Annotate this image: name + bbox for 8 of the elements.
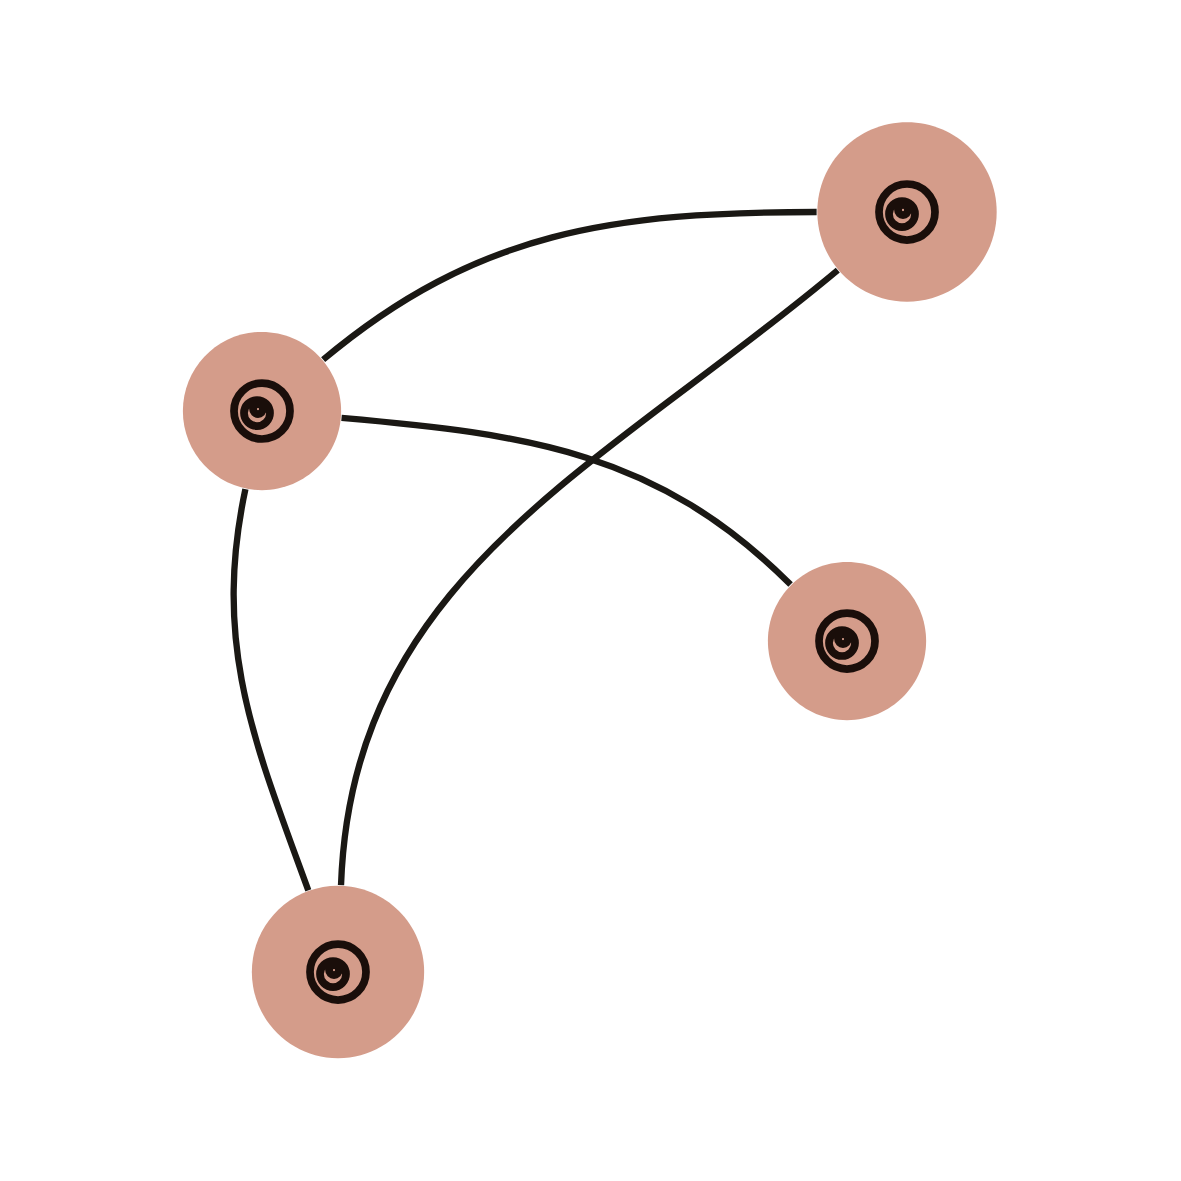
- connector-line: [337, 267, 840, 886]
- connector-line: [321, 208, 817, 363]
- circle-node: [251, 885, 425, 1059]
- connector-line: [341, 414, 793, 587]
- circle-node: [182, 331, 342, 491]
- circle-node: [767, 561, 927, 721]
- connector-line: [230, 488, 312, 892]
- circle-node: [817, 122, 997, 302]
